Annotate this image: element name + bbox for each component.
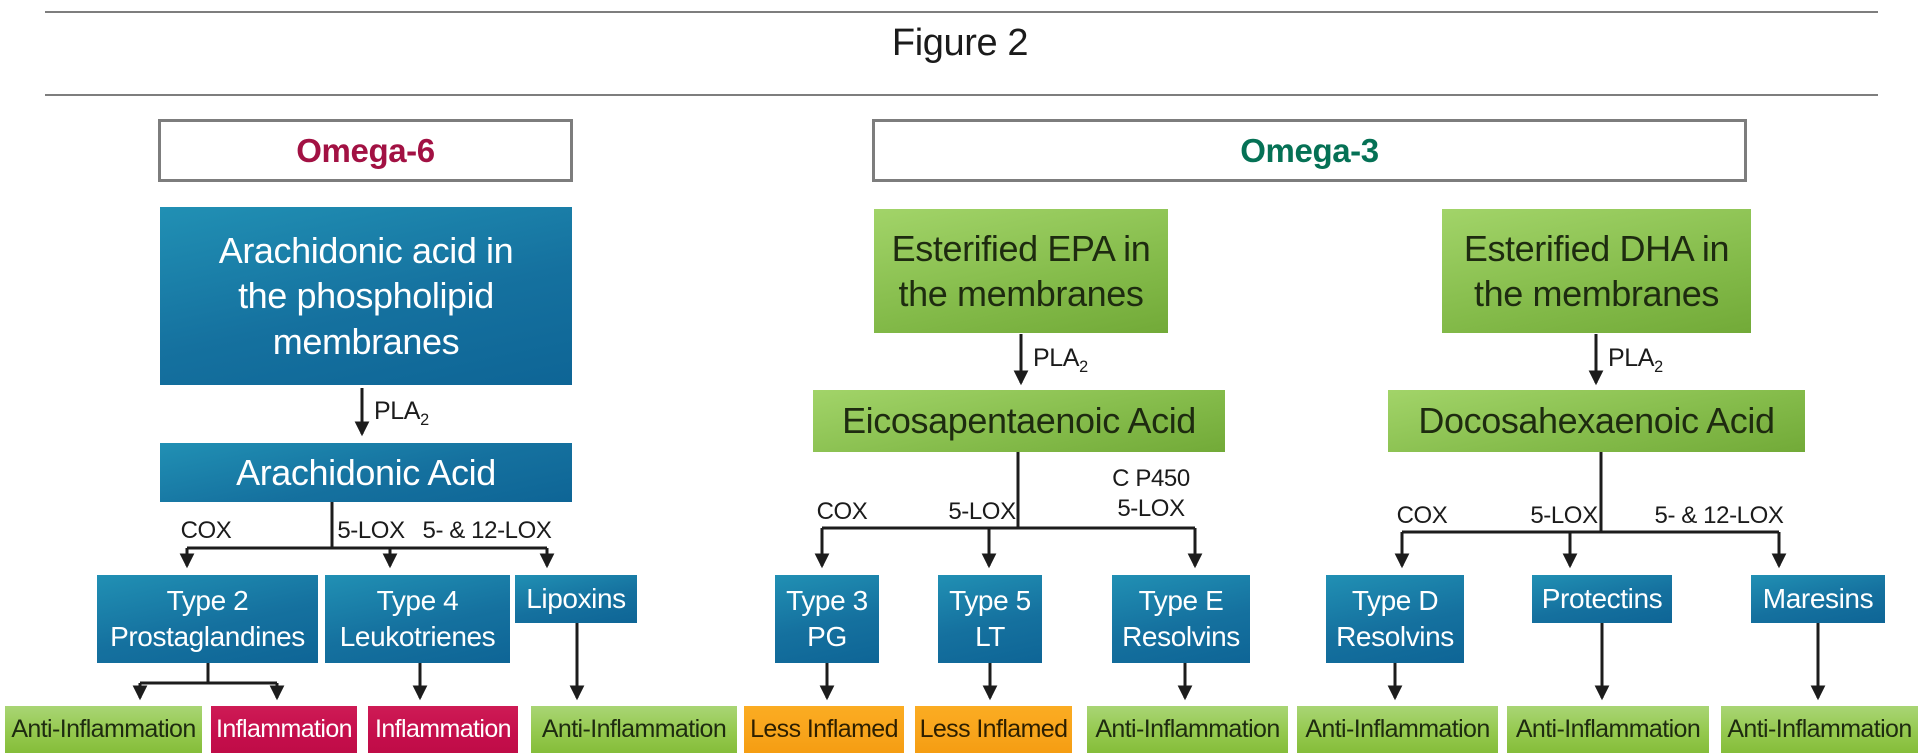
dha-membrane-line2: the membranes: [1474, 273, 1719, 314]
dha-connectors: [1387, 334, 1826, 701]
product-box-lipoxins: Lipoxins: [515, 575, 637, 623]
outcome-box-less-inflamed: Less Inflamed: [744, 706, 904, 753]
epa-pla2-label: PLA2: [1033, 344, 1088, 377]
product-box-typeE-resolvins: Type E Resolvins: [1112, 575, 1250, 663]
omega6-membrane-line1: Arachidonic acid in: [218, 229, 514, 271]
omega6-header: Omega-6: [158, 119, 573, 182]
figure-title: Figure 2: [891, 22, 1029, 64]
omega6-enzyme-cox: COX: [180, 517, 232, 544]
type3pg-line2: PG: [807, 621, 847, 652]
omega6-enzyme-5lox: 5-LOX: [337, 517, 405, 544]
epa-acid-box: Eicosapentaenoic Acid: [813, 390, 1225, 452]
dha-pla2-label: PLA2: [1608, 344, 1663, 377]
omega3-header-label: Omega-3: [1240, 131, 1379, 169]
dha-enzyme-5-12lox: 5- & 12-LOX: [1654, 502, 1784, 529]
outcome-box-anti-inflammation: Anti-Inflammation: [531, 706, 737, 753]
omega6-pla2-label: PLA2: [374, 397, 429, 430]
epa-enzyme-5lox: 5-LOX: [948, 498, 1016, 525]
title-bottom-rule: [45, 94, 1878, 96]
protectins-label: Protectins: [1541, 582, 1663, 614]
prostaglandines-line2: Prostaglandines: [110, 621, 305, 652]
leukotrienes-line2: Leukotrienes: [339, 621, 496, 652]
omega6-enzyme-5-12lox: 5- & 12-LOX: [422, 517, 552, 544]
typeD-line2: Resolvins: [1336, 621, 1454, 652]
outcome-box-anti-inflammation: Anti-Inflammation: [1507, 706, 1709, 753]
product-box-prostaglandines: Type 2 Prostaglandines: [97, 575, 318, 663]
outcome-box-anti-inflammation: Anti-Inflammation: [1721, 706, 1918, 753]
omega6-acid-box: Arachidonic Acid: [160, 443, 572, 502]
top-rule: [45, 11, 1878, 13]
pla2-base: PLA: [374, 397, 421, 425]
epa-membrane-line2: the membranes: [898, 273, 1144, 314]
omega6-membrane-line3: membranes: [272, 320, 460, 362]
product-box-protectins: Protectins: [1532, 575, 1672, 623]
epa-enzyme-cox: COX: [816, 498, 868, 525]
outcome-box-inflammation: Inflammation: [211, 706, 357, 753]
product-box-type3-pg: Type 3 PG: [775, 575, 879, 663]
product-box-leukotrienes: Type 4 Leukotrienes: [325, 575, 510, 663]
omega6-header-label: Omega-6: [296, 131, 435, 169]
prostaglandines-line1: Type 2: [166, 584, 249, 616]
dha-membrane-line1: Esterified DHA in: [1463, 227, 1730, 269]
cp450-line1: C P450: [1112, 465, 1190, 492]
omega3-header: Omega-3: [872, 119, 1747, 182]
dha-membrane-box: Esterified DHA in the membranes: [1442, 209, 1751, 333]
epa-enzyme-cp450-5lox: C P450 5-LOX: [1112, 464, 1190, 524]
pla2-sub: 2: [1654, 358, 1663, 376]
outcome-box-less-inflamed: Less Inflamed: [915, 706, 1072, 753]
type5lt-line1: Type 5: [949, 584, 1031, 616]
epa-membrane-box: Esterified EPA in the membranes: [874, 209, 1168, 333]
lipoxins-label: Lipoxins: [526, 582, 626, 614]
omega6-membrane-box: Arachidonic acid in the phospholipid mem…: [160, 207, 572, 385]
product-box-type5-lt: Type 5 LT: [938, 575, 1042, 663]
epa-membrane-line1: Esterified EPA in: [891, 227, 1151, 269]
dha-enzyme-cox: COX: [1396, 502, 1448, 529]
maresins-label: Maresins: [1762, 582, 1874, 614]
product-box-maresins: Maresins: [1751, 575, 1885, 623]
omega6-connectors: [132, 388, 585, 701]
pla2-base: PLA: [1608, 344, 1655, 372]
omega6-acid-label: Arachidonic Acid: [236, 451, 496, 493]
epa-acid-label: Eicosapentaenoic Acid: [842, 400, 1196, 442]
cp450-line2: 5-LOX: [1117, 495, 1185, 522]
typeE-line1: Type E: [1138, 584, 1224, 616]
epa-connectors: [814, 334, 1203, 701]
leukotrienes-line1: Type 4: [376, 584, 459, 616]
outcome-box-anti-inflammation: Anti-Inflammation: [1087, 706, 1288, 753]
product-box-typeD-resolvins: Type D Resolvins: [1326, 575, 1464, 663]
dha-enzyme-5lox: 5-LOX: [1530, 502, 1598, 529]
outcome-box-anti-inflammation: Anti-Inflammation: [1297, 706, 1498, 753]
pla2-sub: 2: [420, 411, 429, 429]
typeE-line2: Resolvins: [1122, 621, 1240, 652]
outcome-box-inflammation: Inflammation: [368, 706, 518, 753]
outcome-box-anti-inflammation: Anti-Inflammation: [5, 706, 202, 753]
type3pg-line1: Type 3: [786, 584, 868, 616]
dha-acid-box: Docosahexaenoic Acid: [1388, 390, 1805, 452]
typeD-line1: Type D: [1351, 584, 1439, 616]
pla2-base: PLA: [1033, 344, 1080, 372]
type5lt-line2: LT: [975, 621, 1005, 652]
pla2-sub: 2: [1079, 358, 1088, 376]
omega6-membrane-line2: the phospholipid: [238, 275, 494, 317]
dha-acid-label: Docosahexaenoic Acid: [1418, 400, 1775, 442]
